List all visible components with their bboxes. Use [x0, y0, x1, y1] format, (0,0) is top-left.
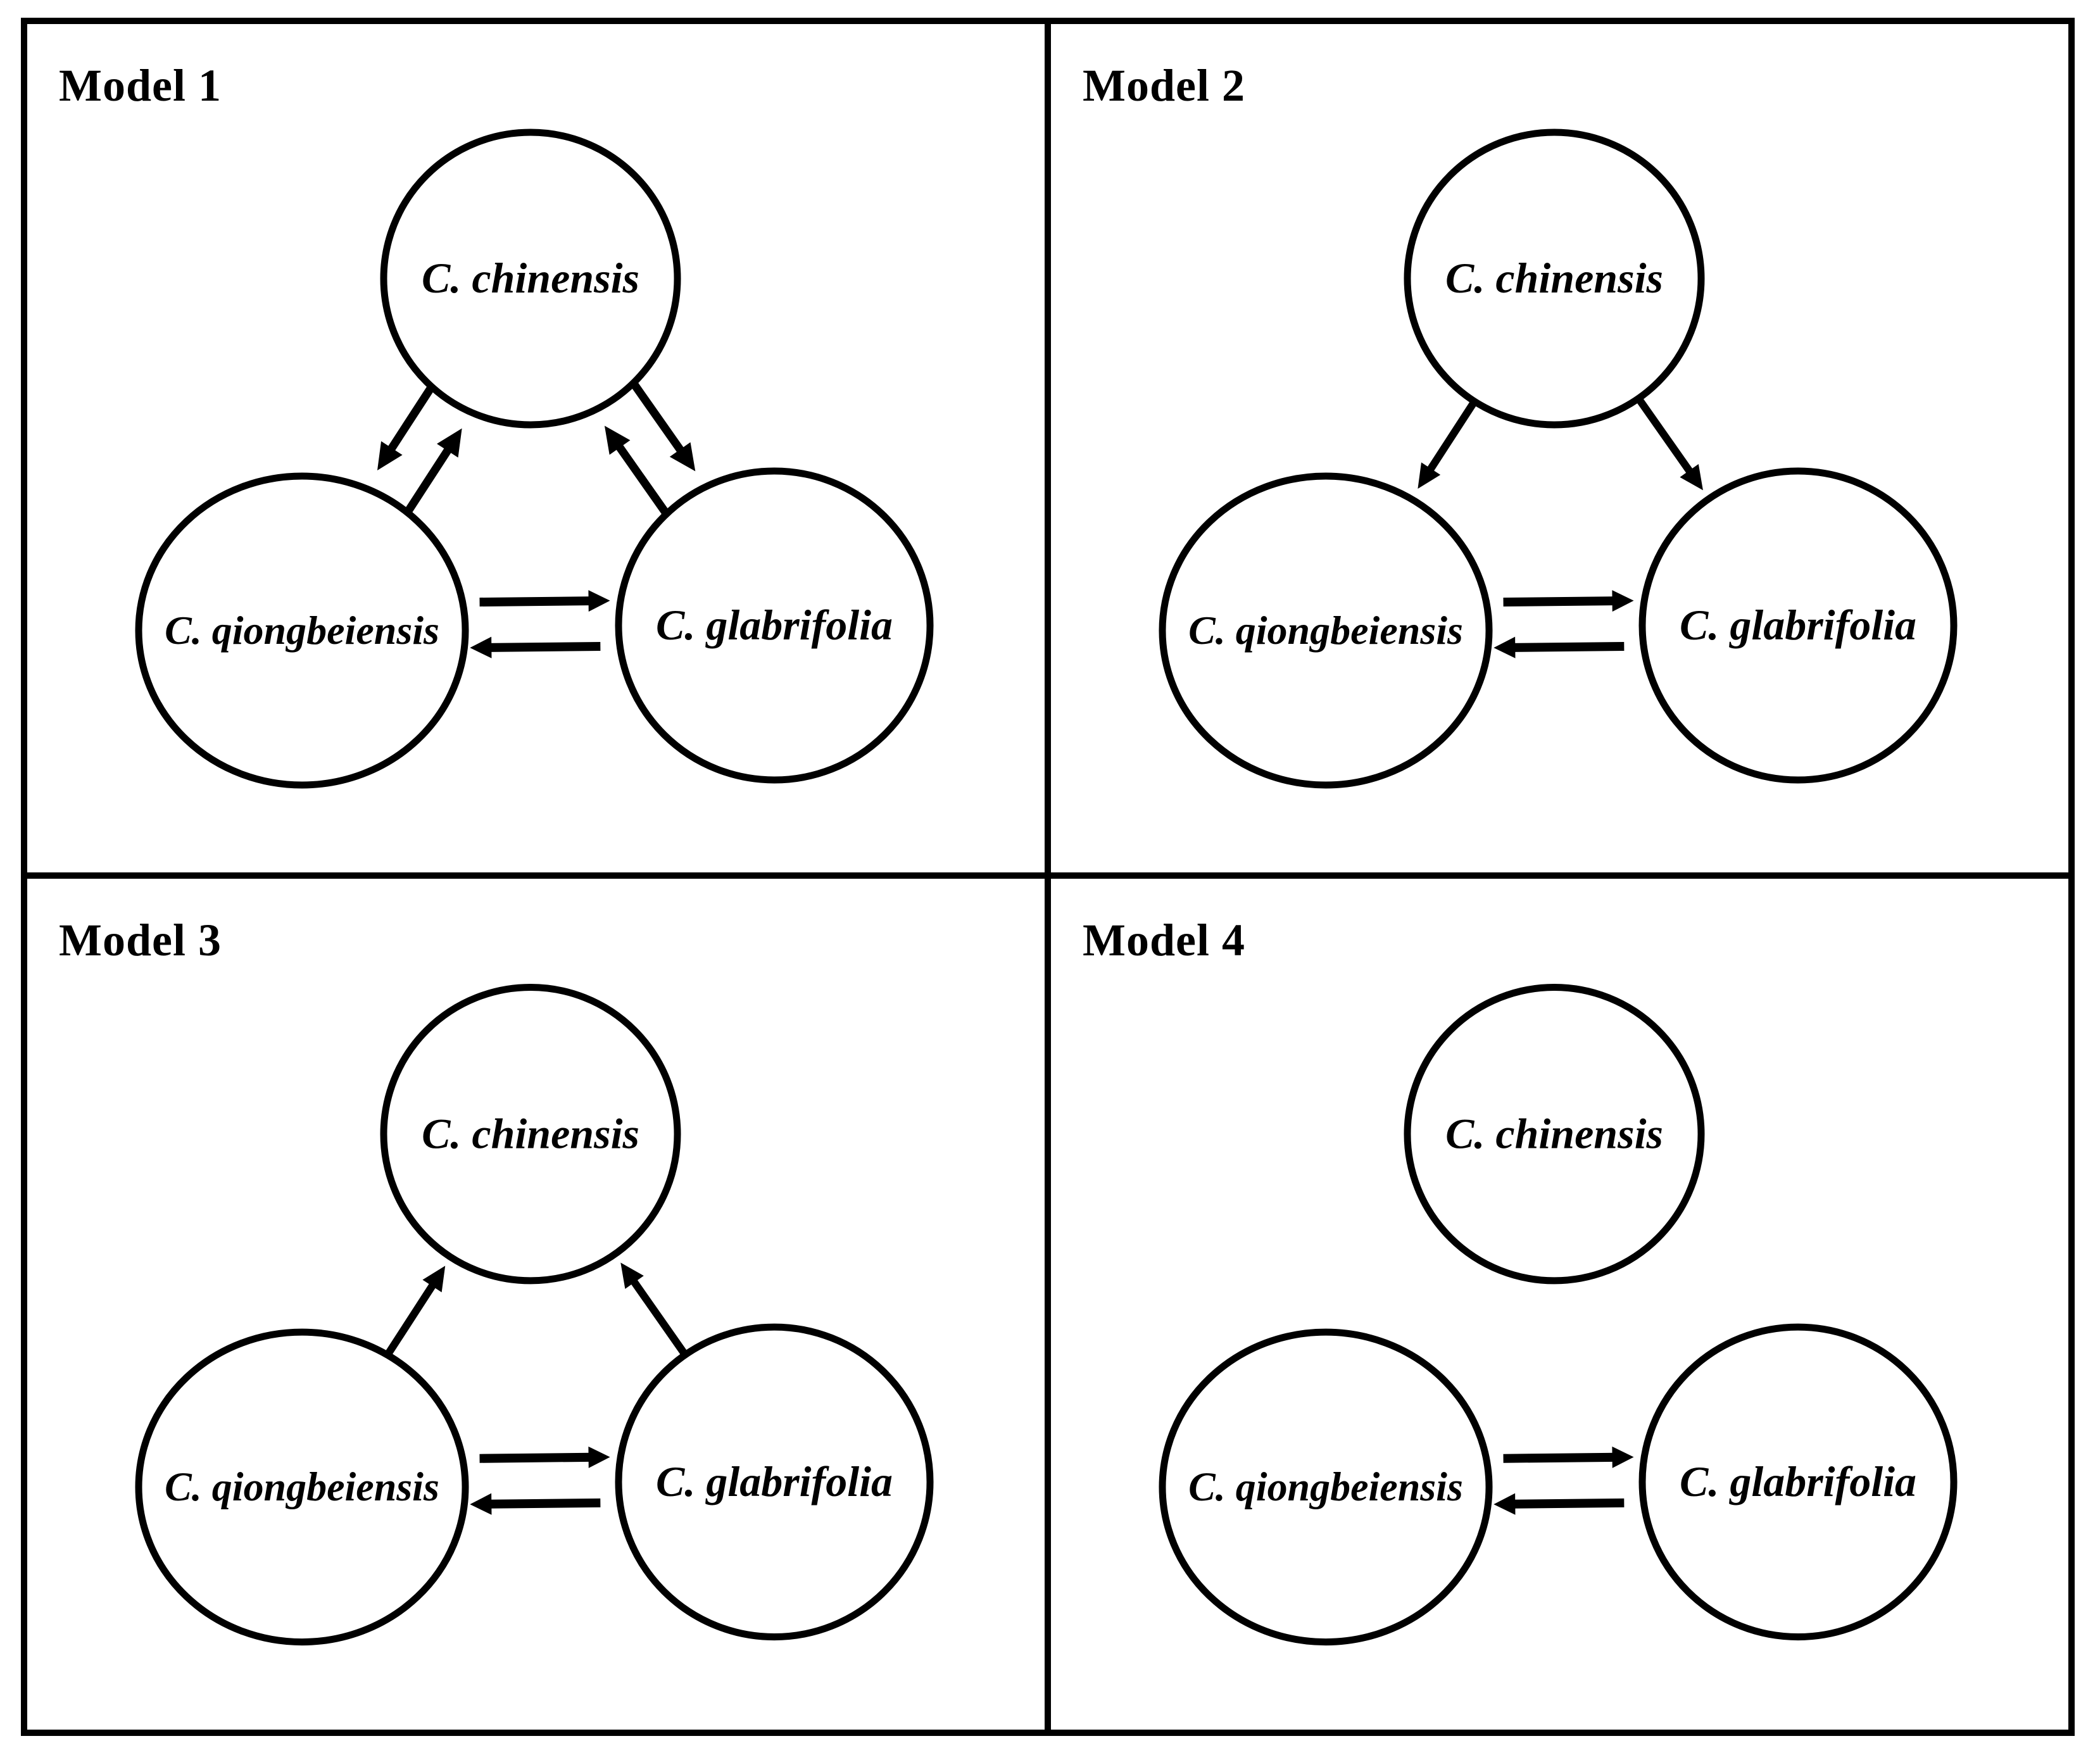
flow-arrow-glabrifolia-to-chinensis	[620, 1262, 688, 1356]
flow-arrow-qiongbeiensis-to-glabrifolia	[1503, 590, 1634, 612]
species-node-qiongbeiensis	[135, 1328, 469, 1646]
flow-arrow-chinensis-to-qiongbeiensis	[377, 382, 437, 470]
species-label-glabrifolia: C. glabrifolia	[1680, 1457, 1916, 1505]
model-3-diagram: C. chinensis C. qiongbeiensis C. glabrifol…	[135, 983, 934, 1646]
species-label-chinensis: C. chinensis	[1445, 254, 1663, 302]
flow-arrow-glabrifolia-to-qiongbeiensis	[1493, 1493, 1625, 1515]
species-node-glabrifolia	[615, 467, 934, 784]
species-node-chinensis	[380, 983, 681, 1285]
species-node-glabrifolia	[615, 1323, 934, 1641]
flow-arrow-chinensis-to-qiongbeiensis	[1418, 400, 1477, 489]
species-label-qiongbeiensis: C. qiongbeiensis	[1188, 608, 1463, 653]
species-node-qiongbeiensis	[1159, 1328, 1493, 1646]
model-2-panel: C. chinensis C. qiongbeiensis C. glabrifol…	[1051, 24, 2068, 872]
flow-arrow-qiongbeiensis-to-glabrifolia	[479, 1446, 610, 1468]
species-node-qiongbeiensis	[1159, 472, 1493, 789]
model-1-panel: C. chinensis C. qiongbeiensis C. glabrifol…	[27, 24, 1045, 872]
flow-arrow-qiongbeiensis-to-glabrifolia	[479, 590, 610, 612]
flow-arrow-qiongbeiensis-to-glabrifolia	[1503, 1446, 1634, 1468]
model-2-diagram: C. chinensis C. qiongbeiensis C. glabrifol…	[1159, 129, 1958, 789]
horizontal-divider	[27, 872, 2068, 879]
species-label-glabrifolia: C. glabrifolia	[656, 1457, 893, 1505]
species-node-qiongbeiensis	[135, 472, 469, 789]
flow-arrow-glabrifolia-to-qiongbeiensis	[470, 1493, 601, 1515]
species-node-glabrifolia	[1638, 1323, 1958, 1641]
flow-arrow-qiongbeiensis-to-chinensis	[386, 1266, 446, 1355]
species-node-glabrifolia	[1638, 467, 1958, 784]
species-node-chinensis	[1404, 983, 1705, 1285]
species-label-glabrifolia: C. glabrifolia	[1680, 601, 1916, 649]
flow-arrow-qiongbeiensis-to-chinensis	[402, 428, 462, 517]
flow-arrow-chinensis-to-glabrifolia	[628, 378, 696, 472]
flow-arrow-glabrifolia-to-qiongbeiensis	[470, 636, 601, 658]
model-4-title: Model 4	[1083, 915, 1245, 965]
model-4-diagram: C. chinensis C. qiongbeiensis C. glabrifol…	[1159, 983, 1958, 1646]
model-1-diagram: C. chinensis C. qiongbeiensis C. glabrifol…	[135, 129, 934, 789]
model-3-title: Model 3	[59, 915, 222, 965]
figure-frame: C. chinensis C. qiongbeiensis C. glabrifol…	[21, 18, 2075, 1736]
flow-arrow-glabrifolia-to-chinensis	[604, 425, 672, 519]
model-1-title: Model 1	[59, 60, 222, 111]
model-3-panel: C. chinensis C. qiongbeiensis C. glabrifol…	[27, 879, 1045, 1730]
species-label-glabrifolia: C. glabrifolia	[656, 601, 893, 649]
species-label-chinensis: C. chinensis	[1445, 1109, 1663, 1157]
species-node-chinensis	[1404, 129, 1705, 429]
model-2-title: Model 2	[1083, 60, 1245, 111]
species-label-qiongbeiensis: C. qiongbeiensis	[165, 608, 439, 653]
species-label-qiongbeiensis: C. qiongbeiensis	[165, 1464, 439, 1509]
species-node-chinensis	[380, 129, 681, 429]
flow-arrow-glabrifolia-to-qiongbeiensis	[1493, 636, 1625, 658]
species-label-chinensis: C. chinensis	[422, 1109, 639, 1157]
model-4-panel: C. chinensis C. qiongbeiensis C. glabrifol…	[1051, 879, 2068, 1730]
flow-arrow-chinensis-to-glabrifolia	[1636, 397, 1703, 491]
species-label-chinensis: C. chinensis	[422, 254, 639, 302]
species-label-qiongbeiensis: C. qiongbeiensis	[1188, 1464, 1463, 1509]
